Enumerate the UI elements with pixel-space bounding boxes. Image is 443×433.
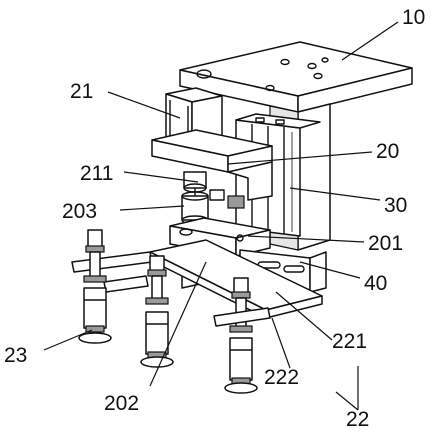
- suction-cup-left: [78, 229, 112, 344]
- label-23: 23: [4, 344, 27, 367]
- label-22: 22: [346, 408, 369, 431]
- top-mounting-plate: [179, 41, 413, 113]
- left-arm: [71, 251, 153, 293]
- label-201: 201: [368, 232, 403, 255]
- label-10: 10: [402, 6, 425, 29]
- leader-lines: [43, 21, 399, 411]
- label-203: 203: [62, 200, 97, 223]
- label-20: 20: [376, 140, 399, 163]
- label-222: 222: [264, 366, 299, 389]
- coupling: [181, 171, 209, 225]
- suction-cup-center: [140, 255, 174, 368]
- label-30: 30: [384, 194, 407, 217]
- suction-cup-right: [224, 277, 258, 394]
- label-21: 21: [70, 80, 93, 103]
- lower-arm: [213, 307, 271, 327]
- label-211: 211: [80, 162, 113, 185]
- label-221: 221: [332, 330, 367, 353]
- sensor-block: [209, 189, 245, 209]
- label-40: 40: [364, 272, 387, 295]
- label-202: 202: [104, 392, 139, 415]
- motor-mount-plate: [151, 129, 273, 201]
